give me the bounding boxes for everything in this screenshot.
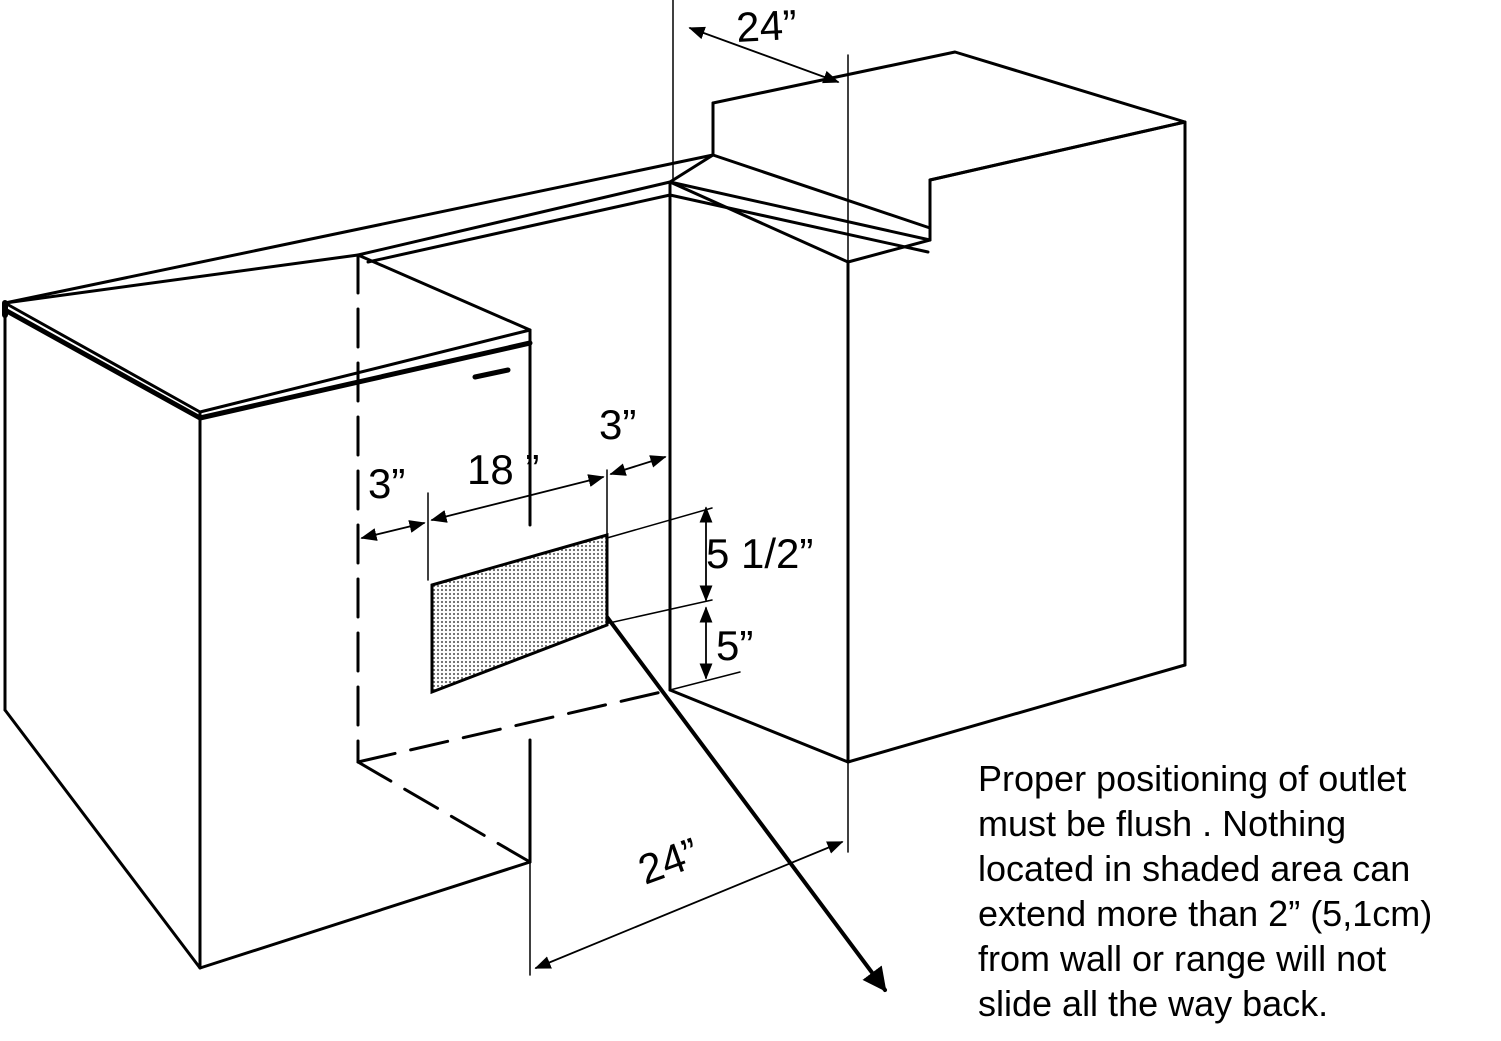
left-clearance-label: 3” — [368, 460, 405, 507]
note-line: must be flush . Nothing — [978, 803, 1347, 844]
upper-height-label: 5 1/2” — [706, 530, 813, 577]
dimension-lines — [360, 26, 844, 969]
note-line: slide all the way back. — [978, 983, 1329, 1024]
bottom-depth-label: 24” — [632, 829, 705, 894]
outlet-shaded-area — [430, 533, 609, 695]
top-depth-label: 24” — [735, 1, 798, 51]
note-line: extend more than 2” (5,1cm) — [978, 893, 1433, 934]
note-line: located in shaded area can — [978, 848, 1411, 889]
note-line: Proper positioning of outlet — [978, 758, 1407, 799]
outlet-pointer-arrow — [605, 615, 887, 992]
extension-lines — [427, 0, 849, 976]
range-gap-outline — [356, 253, 672, 864]
outlet-positioning-note: Proper positioning of outlet must be flu… — [978, 756, 1498, 1026]
lower-height-label: 5” — [716, 622, 753, 669]
note-line: from wall or range will not — [978, 938, 1387, 979]
left-cabinet — [2, 253, 533, 970]
zone-width-label: 18 ” — [467, 446, 539, 493]
right-clearance-label: 3” — [599, 401, 636, 448]
